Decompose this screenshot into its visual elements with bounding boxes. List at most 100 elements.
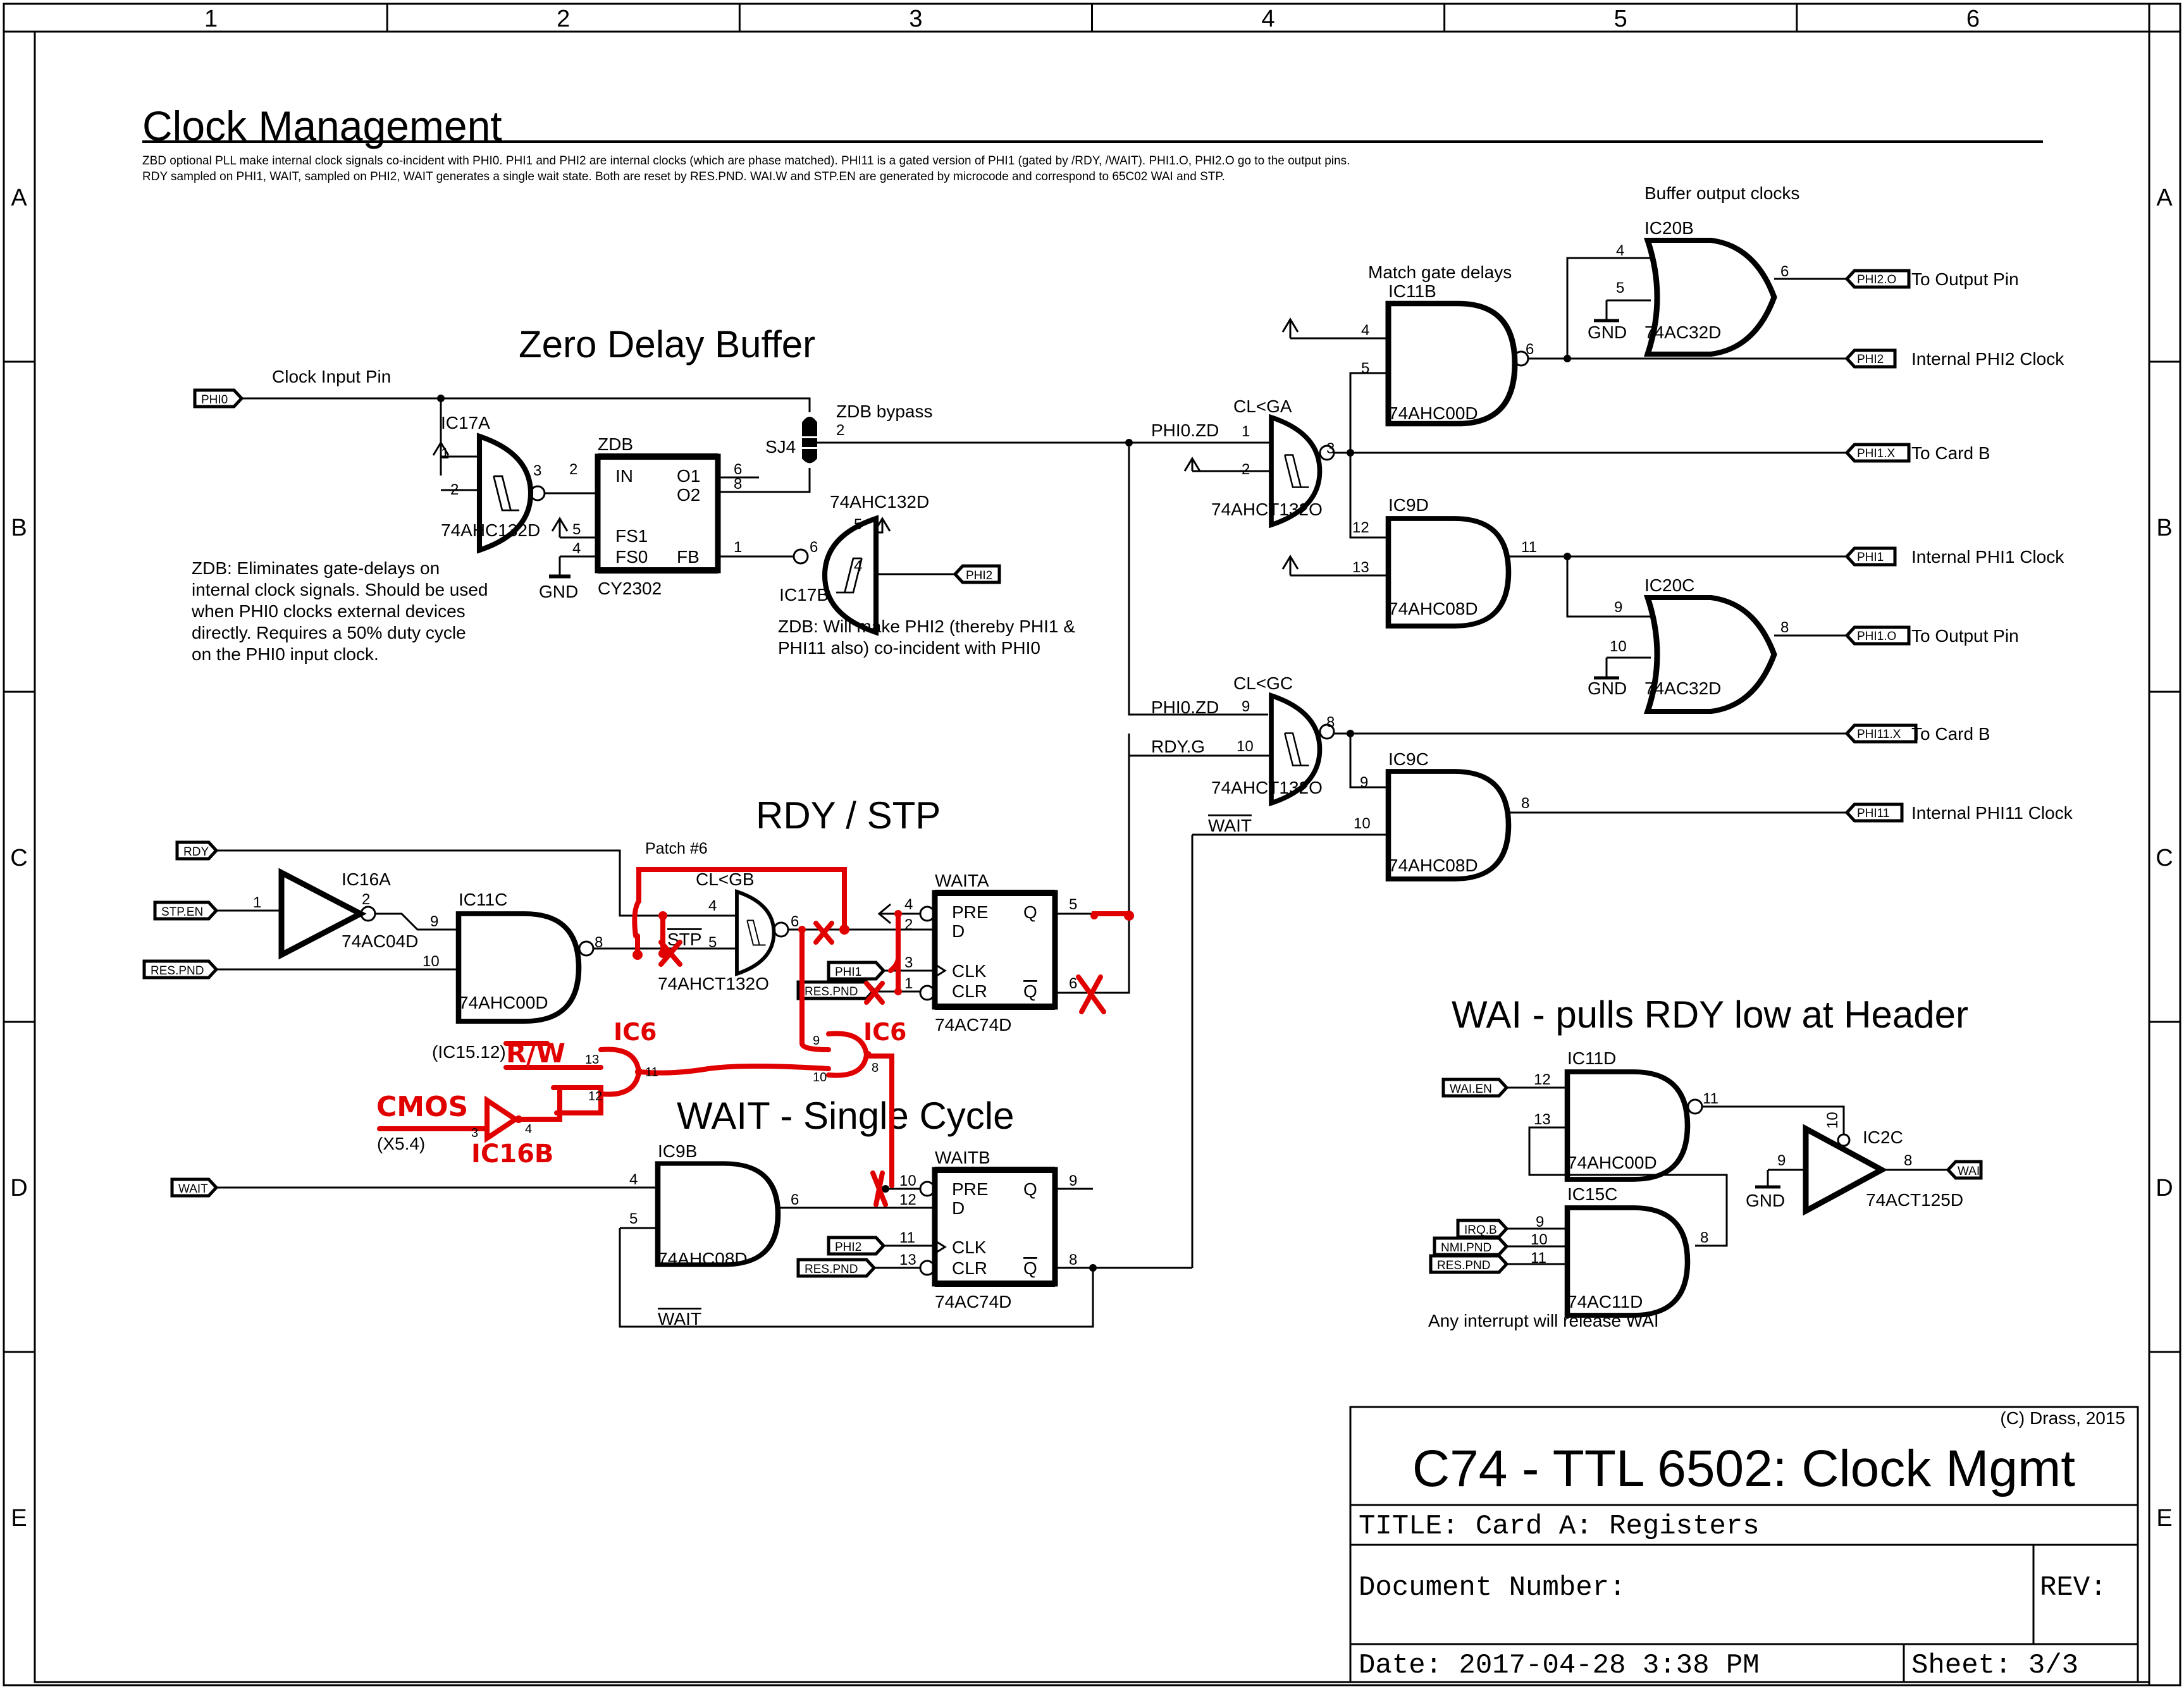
wait-section: WAIT - Single Cycle WAIT 4 IC9B 74AHC08D…	[170, 1095, 1192, 1329]
port-respnd: RES.PND	[142, 959, 219, 980]
svg-text:CMOS: CMOS	[376, 1091, 468, 1123]
svg-text:PHI1.O: PHI1.O	[1857, 630, 1896, 643]
svg-text:WAI: WAI	[1958, 1165, 1980, 1178]
port-phi1-rdy: PHI1	[827, 961, 886, 981]
svg-text:74AC74D: 74AC74D	[935, 1292, 1011, 1311]
port-description: To Output Pin	[1911, 626, 2019, 646]
svg-text:1: 1	[1242, 423, 1250, 440]
svg-text:5: 5	[1069, 896, 1077, 913]
svg-text:IC2C: IC2C	[1863, 1127, 1903, 1147]
svg-text:1: 1	[734, 539, 742, 556]
clock-input-label: Clock Input Pin	[272, 367, 391, 386]
match-gate-label: Match gate delays	[1368, 262, 1512, 282]
port-respnd-rdy: RES.PND	[796, 980, 877, 1000]
svg-text:FS0: FS0	[615, 547, 648, 567]
column-marker: 4	[1262, 6, 1275, 32]
port-stpen: STP.EN	[153, 900, 219, 921]
svg-text:RES.PND: RES.PND	[805, 1263, 858, 1276]
svg-text:9: 9	[1536, 1213, 1544, 1231]
port-phi0: PHI0	[193, 388, 244, 408]
port-description: To Card B	[1911, 443, 1990, 463]
svg-text:R/W: R/W	[506, 1038, 565, 1069]
svg-text:3: 3	[904, 954, 913, 971]
svg-text:12: 12	[588, 1090, 602, 1103]
svg-text:10: 10	[813, 1071, 827, 1084]
svg-text:RES.PND: RES.PND	[1437, 1259, 1490, 1272]
row-marker: D	[2156, 1175, 2173, 1201]
svg-text:Q: Q	[1023, 1258, 1037, 1278]
svg-text:5: 5	[1616, 279, 1624, 297]
svg-text:74AC32D: 74AC32D	[1644, 322, 1721, 342]
svg-text:13: 13	[1352, 559, 1369, 576]
svg-text:8: 8	[1521, 795, 1529, 812]
svg-text:IRQ.B: IRQ.B	[1464, 1224, 1497, 1237]
svg-text:IC6: IC6	[863, 1018, 906, 1046]
section-title-rdy: RDY / STP	[756, 794, 941, 837]
svg-text:ZDB: ZDB	[598, 434, 633, 454]
column-marker: 5	[1614, 6, 1627, 32]
svg-text:IN: IN	[615, 466, 633, 486]
svg-text:1: 1	[904, 975, 913, 992]
zdb-note-right: ZDB: Will make PHI2 (thereby PHI1 & PHI1…	[778, 617, 1075, 658]
svg-text:1: 1	[441, 445, 449, 462]
svg-text:internal clock signals. Should: internal clock signals. Should be used	[192, 580, 488, 599]
svg-text:O1: O1	[677, 466, 700, 486]
row-marker: D	[10, 1175, 27, 1201]
svg-text:WAITA: WAITA	[935, 871, 989, 890]
port-description: To Output Pin	[1911, 269, 2019, 289]
svg-text:10: 10	[1610, 638, 1627, 655]
svg-text:CLR: CLR	[952, 981, 987, 1001]
svg-text:74AHC08D: 74AHC08D	[1388, 856, 1478, 875]
svg-text:11: 11	[1521, 539, 1537, 556]
svg-text:74AHC08D: 74AHC08D	[1388, 599, 1478, 618]
svg-text:8: 8	[1069, 1251, 1077, 1268]
svg-text:74AHC00D: 74AHC00D	[459, 993, 548, 1012]
svg-text:9: 9	[1614, 599, 1622, 616]
svg-text:6: 6	[791, 913, 799, 930]
svg-text:8: 8	[1326, 714, 1335, 731]
svg-text:PHI0.ZD: PHI0.ZD	[1151, 421, 1219, 440]
patch-label: Patch #6	[645, 840, 708, 857]
svg-text:PHI2: PHI2	[966, 569, 992, 582]
svg-text:(X5.4): (X5.4)	[377, 1134, 425, 1153]
svg-text:on the PHI0 input clock.: on the PHI0 input clock.	[192, 644, 379, 664]
svg-text:74AHC08D: 74AHC08D	[658, 1249, 748, 1268]
svg-text:PHI2: PHI2	[835, 1241, 861, 1254]
svg-text:74AC32D: 74AC32D	[1644, 679, 1721, 698]
port-respnd-wait: RES.PND	[796, 1258, 877, 1278]
row-marker: C	[2156, 845, 2173, 871]
svg-text:IC16A: IC16A	[342, 869, 391, 889]
svg-text:RES.PND: RES.PND	[151, 964, 204, 978]
row-marker: B	[11, 515, 27, 541]
port-phi1o: PHI1.O To Output Pin	[1844, 625, 2019, 646]
title-label: TITLE: Card A: Registers	[1359, 1511, 1760, 1542]
port-irqb: IRQ.B	[1456, 1219, 1509, 1239]
svg-text:74AHC00D: 74AHC00D	[1388, 403, 1478, 423]
svg-text:11: 11	[645, 1066, 658, 1079]
svg-text:directly. Requires a 50% duty: directly. Requires a 50% duty cycle	[192, 623, 466, 642]
svg-text:8: 8	[1780, 619, 1789, 636]
svg-text:4: 4	[708, 897, 717, 914]
vcc-icon	[432, 441, 450, 476]
svg-text:GND: GND	[1588, 322, 1627, 342]
svg-text:4: 4	[629, 1171, 638, 1188]
svg-text:PRE: PRE	[952, 902, 989, 922]
svg-text:5: 5	[629, 1210, 638, 1227]
svg-text:2: 2	[569, 461, 577, 478]
svg-text:13: 13	[899, 1251, 916, 1268]
svg-text:PHI2.O: PHI2.O	[1857, 273, 1896, 286]
zdb-note-left: ZDB: Eliminates gate-delays on internal …	[191, 558, 488, 664]
svg-text:IC9B: IC9B	[658, 1141, 697, 1161]
main-title: C74 - TTL 6502: Clock Mgmt	[1412, 1440, 2075, 1497]
column-marker: 2	[557, 6, 570, 32]
svg-text:(IC15.12): (IC15.12)	[432, 1042, 506, 1062]
svg-text:PHI11 also) co-incident with: PHI11 also) co-incident with PHI0	[778, 638, 1040, 658]
sj4-jumper[interactable]: SJ4 ZDB bypass 2	[765, 402, 933, 464]
svg-text:Q: Q	[1023, 1179, 1037, 1199]
svg-text:IC20B: IC20B	[1644, 218, 1694, 238]
